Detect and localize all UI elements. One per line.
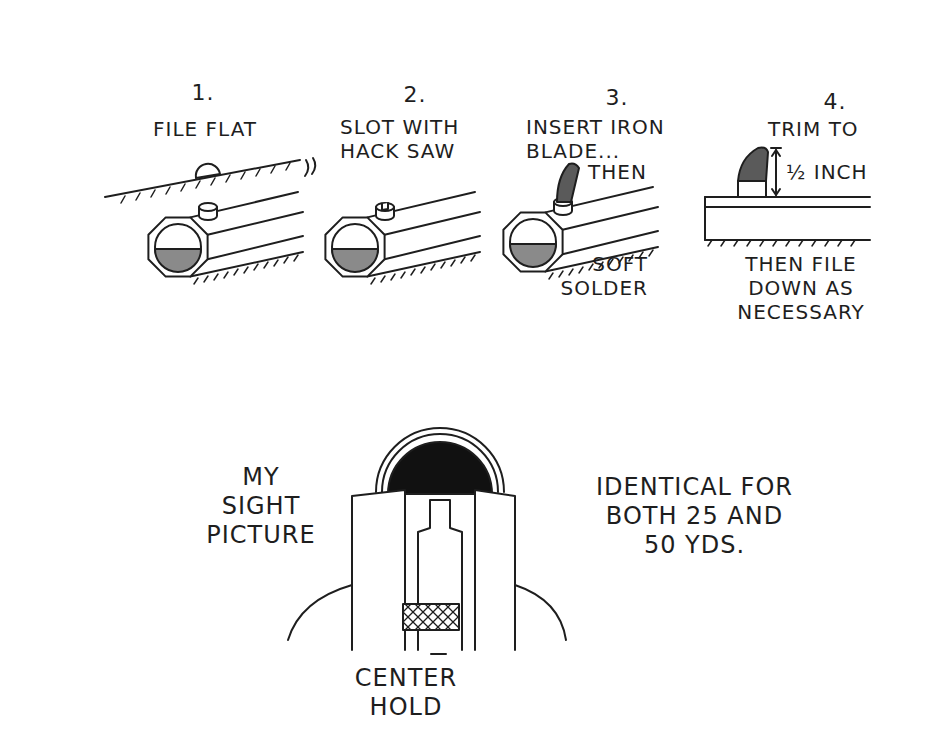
step-number: 4. xyxy=(810,89,860,115)
step-caption: FILE FLAT xyxy=(130,117,280,141)
step-caption: SLOT WITH HACK SAW xyxy=(340,115,490,163)
step-caption: THEN xyxy=(588,160,668,184)
dimension: ½ INCH xyxy=(786,160,896,184)
step-caption: TRIM TO xyxy=(768,117,898,141)
slotted-barrel xyxy=(325,192,480,284)
hold-caption: CENTER HOLD xyxy=(335,664,477,722)
step-caption: THEN FILE DOWN AS NECESSARY xyxy=(716,252,886,324)
step-number: 1. xyxy=(178,80,228,106)
sight-caption: MY SIGHT PICTURE xyxy=(200,463,322,549)
step-caption: INSERT IRON BLADE... xyxy=(526,115,704,163)
file-and-barrel xyxy=(105,158,315,284)
step-caption: SOFT SOLDER xyxy=(550,252,648,300)
note: IDENTICAL FOR BOTH 25 AND 50 YDS. xyxy=(592,473,797,559)
sight-picture xyxy=(288,428,566,654)
step-number: 3. xyxy=(592,85,642,111)
step-number: 2. xyxy=(390,82,440,108)
